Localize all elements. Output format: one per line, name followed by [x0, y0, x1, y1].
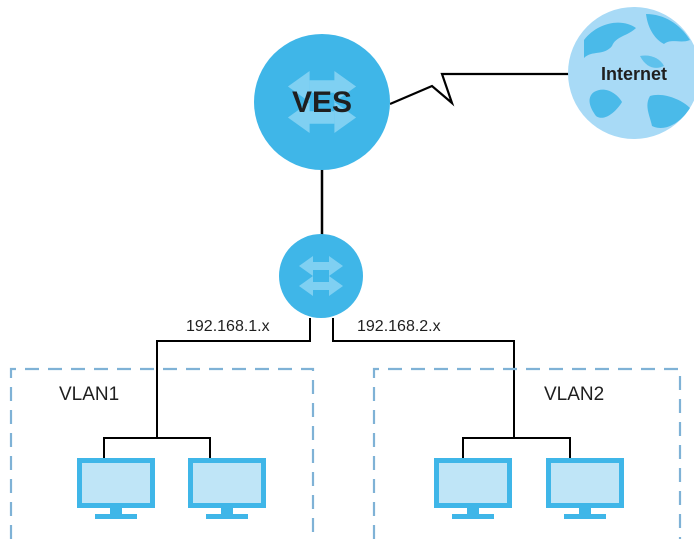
internet-globe: Internet [568, 7, 694, 139]
monitor-icon [546, 458, 624, 519]
subnet-left-label: 192.168.1.x [186, 318, 270, 335]
vlan2-boundary [372, 367, 682, 539]
vlan1-pc-branch [103, 437, 211, 460]
monitor-icon [434, 458, 512, 519]
vlan1-link [156, 318, 311, 438]
internet-label: Internet [601, 64, 667, 84]
core-switch: VES [254, 34, 390, 170]
switch-arrows-icon [287, 71, 357, 133]
core-switch-label: VES [292, 86, 352, 119]
monitor-icon [77, 458, 155, 519]
subnet-right-label: 192.168.2.x [357, 318, 441, 335]
vlan-right-label: VLAN2 [544, 384, 604, 405]
wan-link [389, 72, 572, 107]
vlan2-link [332, 318, 515, 438]
distribution-switch [279, 234, 363, 318]
switch-arrows-icon [299, 256, 343, 296]
vlan-left-label: VLAN1 [59, 384, 119, 405]
monitor-icon [188, 458, 266, 519]
vlan2-pc-branch [462, 437, 571, 460]
vlan1-boundary [9, 367, 315, 539]
